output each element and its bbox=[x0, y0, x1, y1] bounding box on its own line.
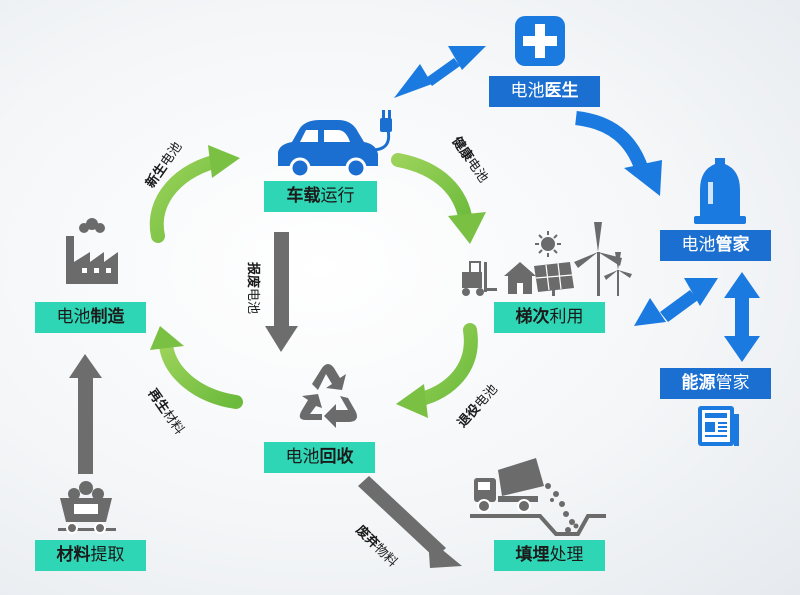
material-up-arrow bbox=[69, 354, 102, 474]
dump-truck-icon bbox=[470, 458, 606, 536]
cascade-use-node: 梯次利用 bbox=[494, 302, 605, 333]
node-rest: 利用 bbox=[549, 307, 584, 327]
material-extraction-node: 材料提取 bbox=[35, 540, 146, 571]
edge-rest: 电池 bbox=[245, 288, 260, 315]
scrapped-battery-label: 报废电池 bbox=[245, 262, 264, 314]
node-prefix: 电池 bbox=[56, 307, 91, 327]
node-bold: 填埋 bbox=[515, 545, 550, 565]
waste-material-arrow bbox=[358, 476, 462, 568]
doctor-car-double-arrow bbox=[394, 46, 486, 98]
energy-manager-node: 能源管家 bbox=[660, 368, 771, 399]
node-rest: 管家 bbox=[715, 373, 750, 393]
landfill-node: 填埋处理 bbox=[494, 540, 605, 571]
node-prefix: 电池 bbox=[510, 81, 545, 101]
node-bold: 医生 bbox=[544, 81, 579, 101]
node-bold: 梯次 bbox=[515, 307, 550, 327]
node-bold: 车载 bbox=[286, 186, 321, 206]
node-bold: 制造 bbox=[90, 307, 125, 327]
node-bold: 管家 bbox=[715, 235, 750, 255]
battery-manager-node: 电池管家 bbox=[660, 230, 771, 261]
healthy-battery-arrow bbox=[391, 153, 486, 244]
car-icon bbox=[278, 120, 378, 179]
house-icon bbox=[504, 262, 536, 294]
node-bold: 回收 bbox=[319, 447, 354, 467]
node-prefix: 电池 bbox=[681, 235, 716, 255]
plug-icon bbox=[371, 110, 392, 152]
plus-icon bbox=[515, 16, 565, 66]
regenerated-material-arrow bbox=[150, 326, 243, 409]
doctor-manager-arrow bbox=[575, 111, 662, 196]
recycle-icon bbox=[299, 364, 357, 428]
minecart-icon bbox=[58, 481, 116, 534]
car-operation-node: 车载运行 bbox=[264, 181, 377, 212]
battery-recycle-node: 电池回收 bbox=[264, 442, 375, 473]
manager-energy-double-arrow bbox=[724, 272, 760, 362]
node-prefix: 电池 bbox=[285, 447, 320, 467]
forklift-icon bbox=[462, 261, 497, 296]
solar-wind-icon bbox=[534, 222, 632, 296]
battery-manufacture-node: 电池制造 bbox=[35, 302, 146, 333]
edge-bold: 报废 bbox=[245, 262, 260, 289]
retired-battery-arrow bbox=[396, 323, 478, 418]
newspaper-icon bbox=[698, 406, 739, 446]
manager-cascade-double-arrow bbox=[634, 278, 718, 326]
node-bold: 能源 bbox=[681, 373, 716, 393]
node-rest: 提取 bbox=[90, 545, 125, 565]
node-rest: 运行 bbox=[320, 186, 355, 206]
scrapped-battery-arrow bbox=[265, 232, 298, 352]
bell-icon bbox=[694, 158, 746, 224]
new-battery-arrow bbox=[149, 145, 240, 243]
node-rest: 处理 bbox=[549, 545, 584, 565]
factory-icon bbox=[66, 218, 118, 284]
node-bold: 材料 bbox=[56, 545, 91, 565]
battery-doctor-node: 电池医生 bbox=[489, 76, 600, 107]
